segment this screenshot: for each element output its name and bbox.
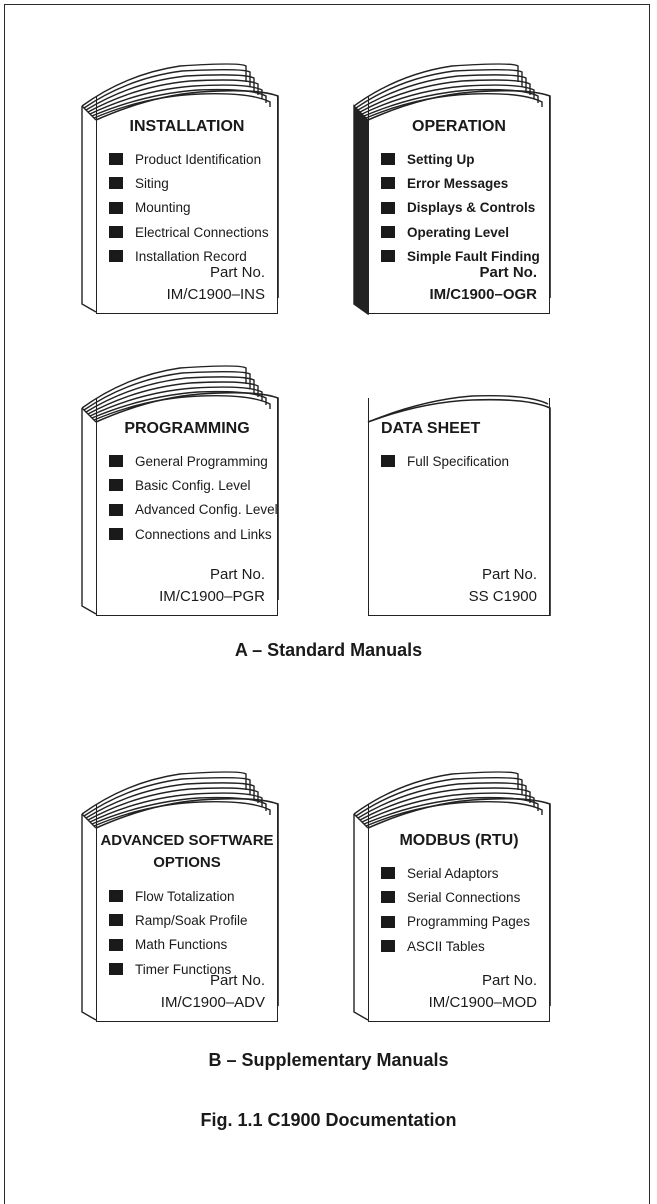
book-title-line1: ADVANCED SOFTWARE (100, 832, 274, 849)
contents-list: Full Specification (381, 449, 541, 473)
figure-caption: Fig. 1.1 C1900 Documentation (200, 1110, 457, 1130)
list-item: Setting Up (381, 147, 541, 171)
bullet-square-icon (381, 250, 395, 263)
book-cover: MODBUS (RTU) Serial Adaptors Serial Conn… (368, 804, 550, 1022)
bullet-square-icon (381, 940, 395, 953)
bullet-square-icon (109, 455, 123, 468)
book-title: PROGRAMMING (124, 420, 250, 437)
part-number: IM/C1900–MOD (428, 994, 537, 1011)
bullet-square-icon (381, 915, 395, 928)
bullet-square-icon (109, 226, 123, 239)
bullet-square-icon (381, 891, 395, 904)
book-title: MODBUS (RTU) (399, 832, 519, 849)
caption-standard-manuals: A – Standard Manuals (234, 640, 423, 660)
bullet-square-icon (109, 250, 123, 263)
list-item: Serial Connections (381, 885, 541, 909)
book-cover: PROGRAMMING General Programming Basic Co… (96, 398, 278, 616)
contents-list: Serial Adaptors Serial Connections Progr… (381, 861, 541, 958)
list-item: Serial Adaptors (381, 861, 541, 885)
list-item: ASCII Tables (381, 934, 541, 958)
bullet-square-icon (109, 153, 123, 166)
data-sheet: DATA SHEET Full Specification Part No. S… (352, 354, 572, 616)
bullet-square-icon (381, 153, 395, 166)
contents-list: Product Identification Siting Mounting E… (109, 147, 269, 268)
bullet-square-icon (109, 503, 123, 516)
bullet-square-icon (109, 890, 123, 903)
book-cover: OPERATION Setting Up Error Messages Disp… (368, 96, 550, 314)
part-label: Part No. (209, 566, 265, 583)
part-label: Part No. (481, 972, 537, 989)
list-item: Siting (109, 171, 269, 195)
book-pages-icon (81, 63, 279, 313)
part-number: IM/C1900–ADV (160, 994, 265, 1011)
book-title: INSTALLATION (129, 118, 245, 135)
bullet-square-icon (109, 914, 123, 927)
bullet-square-icon (109, 177, 123, 190)
contents-list: General Programming Basic Config. Level … (109, 449, 278, 546)
list-item: Simple Fault Finding (381, 244, 541, 268)
list-item: Displays & Controls (381, 196, 541, 220)
bullet-square-icon (109, 528, 123, 541)
list-item: Programming Pages (381, 910, 541, 934)
list-item: Full Specification (381, 449, 541, 473)
part-label: Part No. (479, 264, 537, 281)
book-pages-icon (353, 771, 551, 1021)
programming-manual: PROGRAMMING General Programming Basic Co… (80, 354, 300, 616)
advanced-software-manual: ADVANCED SOFTWARE OPTIONS Flow Totalizat… (80, 760, 300, 1022)
list-item: Advanced Config. Level (109, 498, 278, 522)
book-title-line2: OPTIONS (153, 854, 221, 871)
list-item: Timer Functions (109, 957, 269, 981)
book-cover: ADVANCED SOFTWARE OPTIONS Flow Totalizat… (96, 804, 278, 1022)
bullet-square-icon (381, 177, 395, 190)
bullet-square-icon (109, 963, 123, 976)
part-number: IM/C1900–INS (166, 286, 265, 303)
bullet-square-icon (381, 226, 395, 239)
bullet-square-icon (109, 938, 123, 951)
book-title: DATA SHEET (381, 420, 481, 437)
list-item: Basic Config. Level (109, 473, 269, 497)
operation-manual: OPERATION Setting Up Error Messages Disp… (352, 52, 572, 316)
part-label: Part No. (209, 264, 265, 281)
list-item: Error Messages (381, 171, 541, 195)
list-item: Product Identification (109, 147, 269, 171)
book-pages-icon (353, 63, 551, 316)
book-pages-icon (81, 365, 279, 615)
bullet-square-icon (381, 201, 395, 214)
book-cover: INSTALLATION Product Identification Siti… (96, 96, 278, 314)
list-item: Connections and Links (109, 522, 272, 546)
modbus-manual: MODBUS (RTU) Serial Adaptors Serial Conn… (352, 760, 572, 1022)
book-cover: DATA SHEET Full Specification Part No. S… (368, 398, 550, 616)
part-number: IM/C1900–OGR (429, 286, 537, 303)
contents-list: Flow Totalization Ramp/Soak Profile Math… (109, 884, 269, 981)
list-item: Math Functions (109, 933, 269, 957)
list-item: Mounting (109, 196, 269, 220)
list-item: General Programming (109, 449, 269, 473)
part-label: Part No. (481, 566, 537, 583)
list-item: Operating Level (381, 220, 541, 244)
part-label: Part No. (209, 972, 265, 989)
bullet-square-icon (381, 867, 395, 880)
book-title: OPERATION (412, 118, 506, 135)
list-item: Installation Record (109, 244, 269, 268)
list-item: Flow Totalization (109, 884, 269, 908)
page-frame (4, 4, 650, 1204)
list-item: Ramp/Soak Profile (109, 908, 269, 932)
installation-manual: INSTALLATION Product Identification Siti… (80, 52, 300, 314)
contents-list: Setting Up Error Messages Displays & Con… (381, 147, 541, 268)
bullet-square-icon (381, 455, 395, 468)
sheet-icon (367, 395, 551, 616)
bullet-square-icon (109, 479, 123, 492)
bullet-square-icon (109, 201, 123, 214)
book-pages-icon (81, 771, 279, 1021)
part-number: SS C1900 (468, 588, 537, 605)
caption-supplementary-manuals: B – Supplementary Manuals (208, 1050, 449, 1070)
list-item: Electrical Connections (109, 220, 269, 244)
part-number: IM/C1900–PGR (159, 588, 265, 605)
